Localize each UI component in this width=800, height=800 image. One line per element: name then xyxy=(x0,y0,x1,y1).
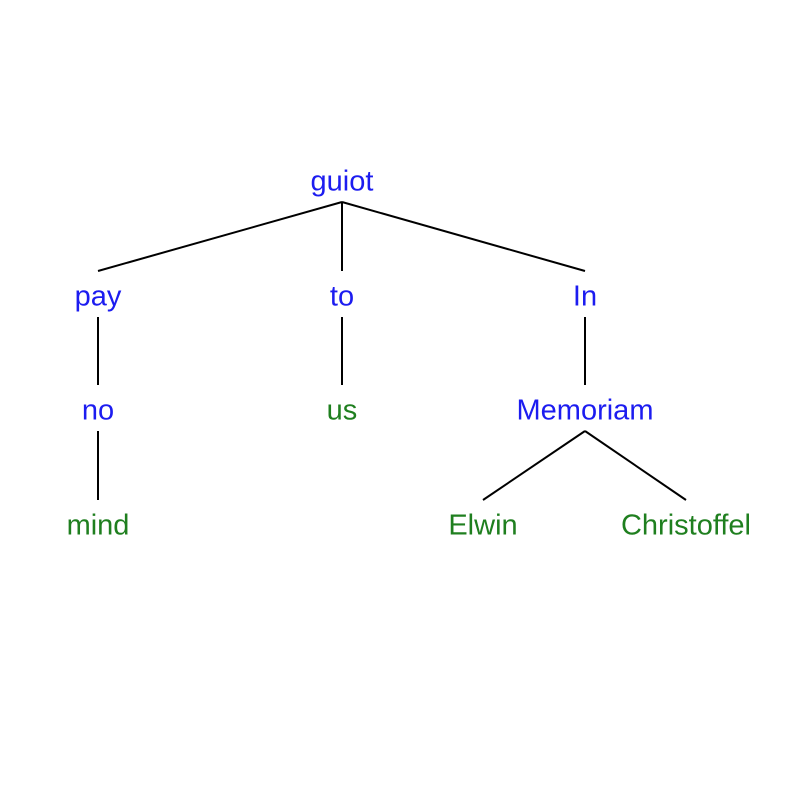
tree-node-no: no xyxy=(82,395,114,427)
tree-node-pay: pay xyxy=(75,281,122,313)
tree-node-memoriam: Memoriam xyxy=(517,395,654,427)
tree-node-in: In xyxy=(573,281,597,313)
tree-edges xyxy=(97,201,687,501)
tree-node-us: us xyxy=(327,395,358,427)
tree-edge-memoriam-christoffel xyxy=(584,430,687,501)
tree-node-elwin: Elwin xyxy=(448,510,517,542)
tree-node-labels: guiot pay to In no us Memoriam mind Elwin Christo… xyxy=(67,166,751,542)
tree-node-to: to xyxy=(330,281,354,313)
tree-edge-guiot-in xyxy=(341,201,586,272)
tree-node-christoffel: Christoffel xyxy=(621,510,751,542)
tree-node-guiot: guiot xyxy=(311,166,374,198)
tree-edge-guiot-pay xyxy=(97,201,343,272)
tree-edge-memoriam-elwin xyxy=(482,430,586,501)
tree-node-mind: mind xyxy=(67,510,130,542)
